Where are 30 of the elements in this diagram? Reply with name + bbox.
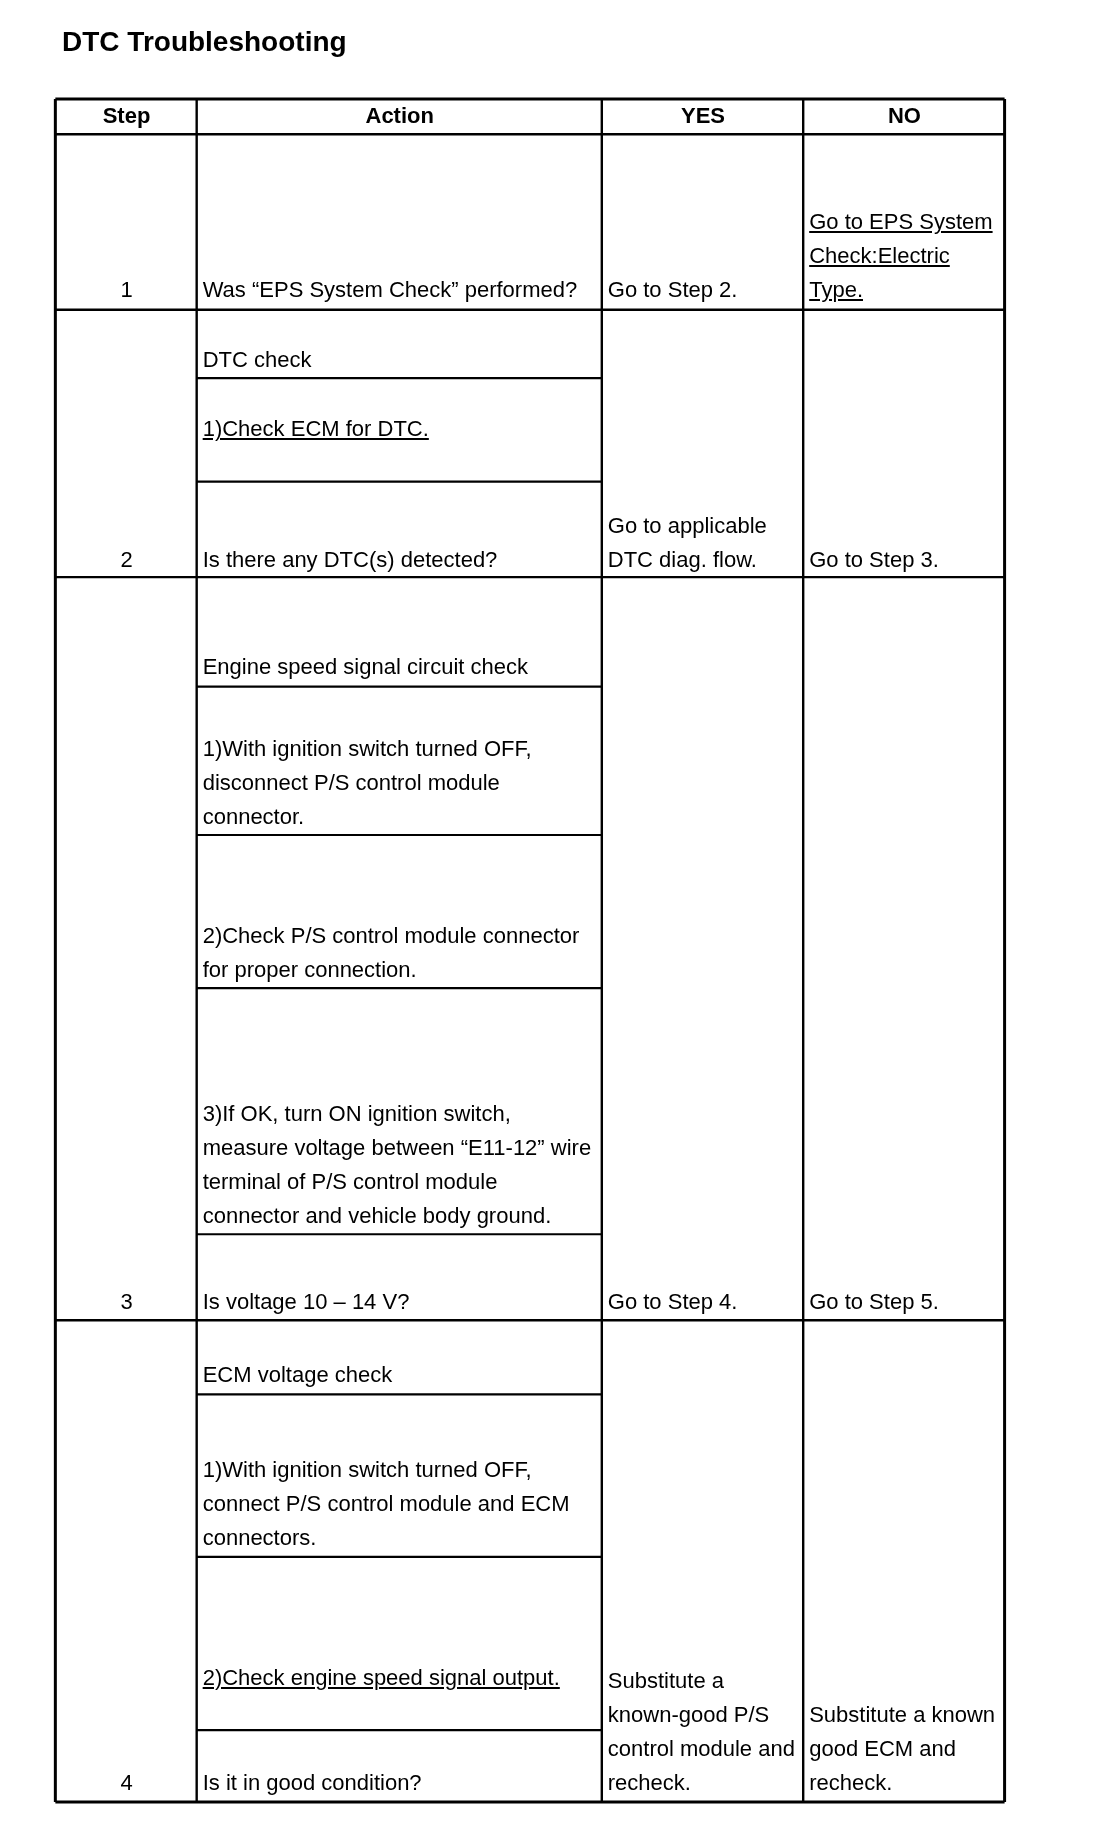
column-header: YES <box>679 102 726 131</box>
action-text: ECM voltage check <box>201 1361 394 1390</box>
action-text: Is there any DTC(s) detected? <box>201 546 499 575</box>
action-text: 2)Check P/S control module connector for proper connection. <box>201 921 581 984</box>
result-text: Go to Step 2. <box>606 276 739 305</box>
page-title: DTC Troubleshooting <box>62 26 347 58</box>
column-header: Step <box>101 102 152 131</box>
result-text: Go to Step 4. <box>606 1288 739 1317</box>
column-header: Action <box>364 102 435 131</box>
result-text: Go to Step 5. <box>808 1288 940 1317</box>
result-text: Go to Step 3. <box>808 546 940 575</box>
action-text: Was “EPS System Check” performed? <box>201 276 579 305</box>
action-text: 3)If OK, turn ON ignition switch, measure voltage between “E11-12” wire terminal of P/S control module connector and vehicle body ground. <box>201 1100 593 1231</box>
action-text: 1)With ignition switch turned OFF, connect P/S control module and ECM connectors. <box>201 1455 571 1552</box>
step-number: 1 <box>119 276 134 305</box>
result-text: Go to applicable DTC diag. flow. <box>606 512 768 575</box>
reference-link: 1)Check ECM for DTC. <box>201 415 430 444</box>
action-text: Is it in good condition? <box>201 1768 423 1797</box>
action-text: 1)With ignition switch turned OFF, disconnect P/S control module connector. <box>201 734 533 831</box>
result-text: Substitute a known-good P/S control module and recheck. <box>606 1666 796 1797</box>
step-number: 4 <box>119 1768 134 1797</box>
result-text: Substitute a known good ECM and recheck. <box>808 1700 997 1797</box>
action-text: Is voltage 10 – 14 V? <box>201 1288 411 1317</box>
reference-link: 2)Check engine speed signal output. <box>201 1663 561 1692</box>
action-text: DTC check <box>201 345 313 374</box>
step-number: 2 <box>119 546 134 575</box>
column-header: NO <box>886 102 922 131</box>
reference-link: Go to EPS System Check:Electric Type. <box>808 208 994 305</box>
step-number: 3 <box>119 1288 134 1317</box>
action-text: Engine speed signal circuit check <box>201 653 529 682</box>
